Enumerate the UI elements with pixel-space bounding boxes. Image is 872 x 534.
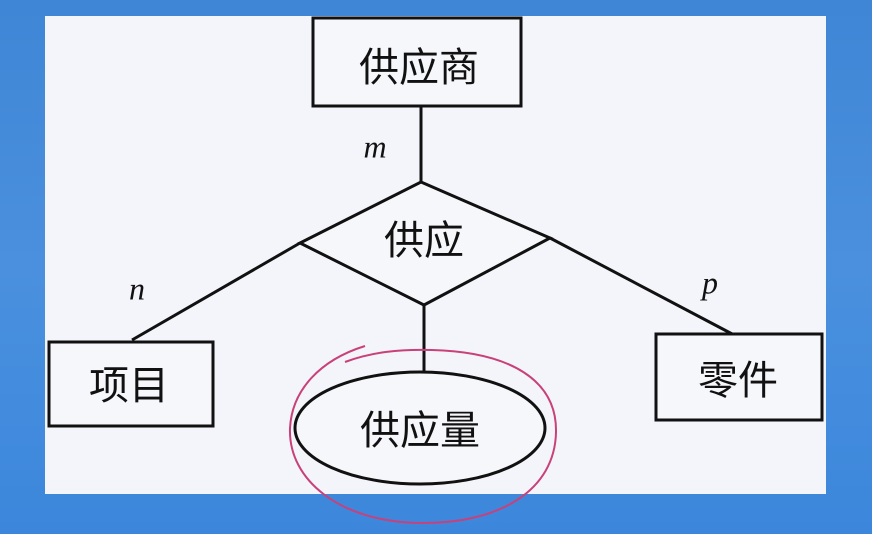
line-supply-part	[549, 236, 737, 338]
entity-part-label: 零件	[698, 358, 778, 404]
cardinality-m: m	[363, 128, 387, 165]
highlight-circle	[288, 345, 558, 525]
entity-supplier-label: 供应商	[359, 45, 479, 91]
attribute-supply-quantity-label: 供应量	[360, 408, 480, 454]
entity-part	[654, 332, 824, 422]
attribute-supply-quantity	[293, 370, 547, 486]
entity-project	[47, 340, 215, 428]
entity-project-label: 项目	[89, 363, 169, 409]
relationship-supply-label: 供应	[384, 218, 464, 264]
entity-supplier	[311, 16, 523, 108]
relationship-supply	[296, 180, 554, 307]
cardinality-p: p	[702, 264, 718, 301]
cardinality-n: n	[129, 270, 145, 307]
line-supply-project	[131, 241, 301, 342]
